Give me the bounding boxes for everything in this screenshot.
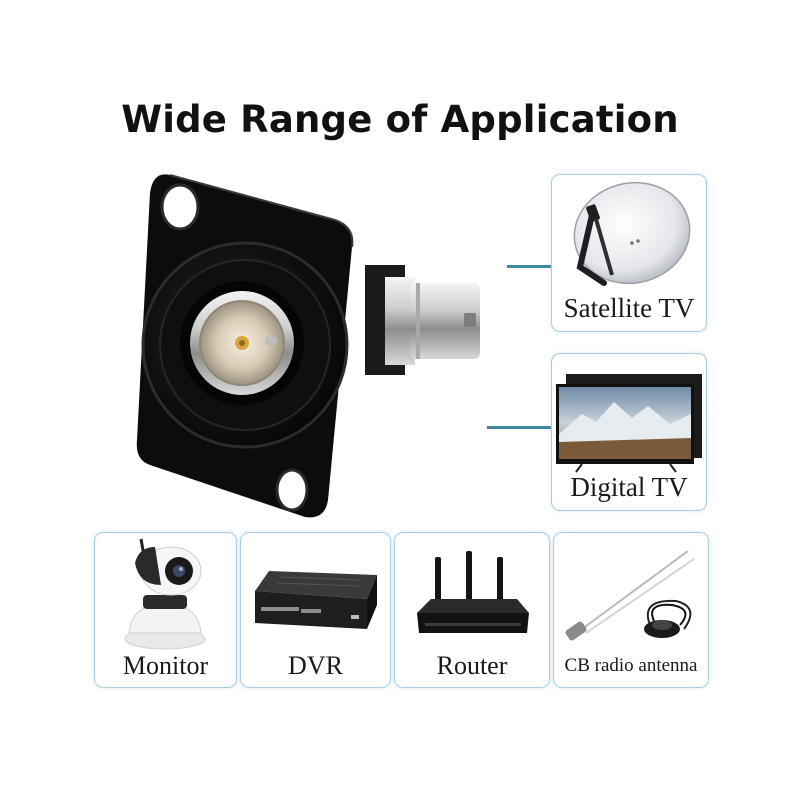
label-cb-antenna: CB radio antenna	[564, 655, 698, 676]
label-router: Router	[436, 651, 508, 680]
label-satellite-tv: Satellite TV	[563, 293, 695, 323]
satellite-dish-icon	[573, 181, 691, 286]
card-satellite-tv: Satellite TV	[551, 174, 707, 332]
connector-line-satellite	[507, 265, 551, 268]
page-title: Wide Range of Application	[121, 98, 679, 141]
card-dvr: DVR	[240, 532, 391, 688]
bnc-connector-image	[136, 174, 480, 518]
television-icon	[556, 374, 702, 473]
card-monitor: Monitor	[94, 532, 237, 688]
connector-line-digital-tv	[487, 426, 551, 429]
antenna-icon	[565, 550, 695, 641]
card-digital-tv: Digital TV	[551, 353, 707, 511]
dvr-box-icon	[255, 571, 377, 629]
label-monitor: Monitor	[122, 651, 209, 680]
security-camera-icon	[124, 538, 206, 650]
label-digital-tv: Digital TV	[570, 472, 688, 502]
card-router: Router	[394, 532, 550, 688]
label-dvr: DVR	[288, 651, 343, 680]
router-icon	[417, 551, 529, 633]
card-cb-antenna: CB radio antenna	[553, 532, 709, 688]
